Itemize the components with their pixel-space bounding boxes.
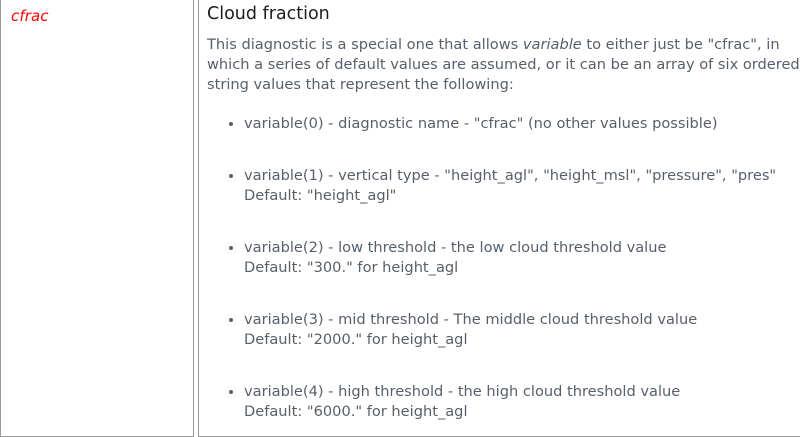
list-item: variable(1) - vertical type - "height_ag…	[207, 166, 800, 206]
keyword-cell: cfrac	[0, 0, 193, 437]
variable-description: variable(0) - diagnostic name - "cfrac" …	[244, 115, 718, 132]
variable-list: variable(0) - diagnostic name - "cfrac" …	[207, 114, 800, 436]
bullet-icon	[229, 174, 233, 178]
variable-description: variable(3) - mid threshold - The middle…	[244, 311, 698, 328]
variable-description: variable(4) - high threshold - the high …	[244, 383, 681, 400]
bullet-icon	[229, 318, 233, 322]
bullet-icon	[229, 122, 233, 126]
cell-divider-right	[198, 0, 199, 437]
variable-default: Default: "6000." for height_agl	[244, 403, 468, 420]
cell-divider-left	[193, 0, 194, 437]
variable-default: Default: "2000." for height_agl	[244, 331, 468, 348]
page-title: Cloud fraction	[207, 4, 330, 24]
intro-text-after: to either just be "cfrac", in which a se…	[207, 36, 800, 93]
variable-default: Default: "height_agl"	[244, 187, 397, 204]
bullet-icon	[229, 390, 233, 394]
list-item: variable(4) - high threshold - the high …	[207, 382, 800, 422]
list-item: variable(2) - low threshold - the low cl…	[207, 238, 800, 278]
variable-description: variable(1) - vertical type - "height_ag…	[244, 167, 777, 184]
list-item: variable(0) - diagnostic name - "cfrac" …	[207, 114, 800, 134]
variable-default: Default: "300." for height_agl	[244, 259, 459, 276]
description-cell: Cloud fraction This diagnostic is a spec…	[199, 0, 800, 437]
intro-emphasis: variable	[522, 36, 582, 53]
cell-divider-gap	[194, 0, 198, 437]
keyword-label: cfrac	[11, 7, 49, 25]
variable-description: variable(2) - low threshold - the low cl…	[244, 239, 667, 256]
intro-text-before: This diagnostic is a special one that al…	[207, 36, 523, 53]
list-item: variable(3) - mid threshold - The middle…	[207, 310, 800, 350]
intro-paragraph: This diagnostic is a special one that al…	[207, 35, 800, 95]
bullet-icon	[229, 246, 233, 250]
